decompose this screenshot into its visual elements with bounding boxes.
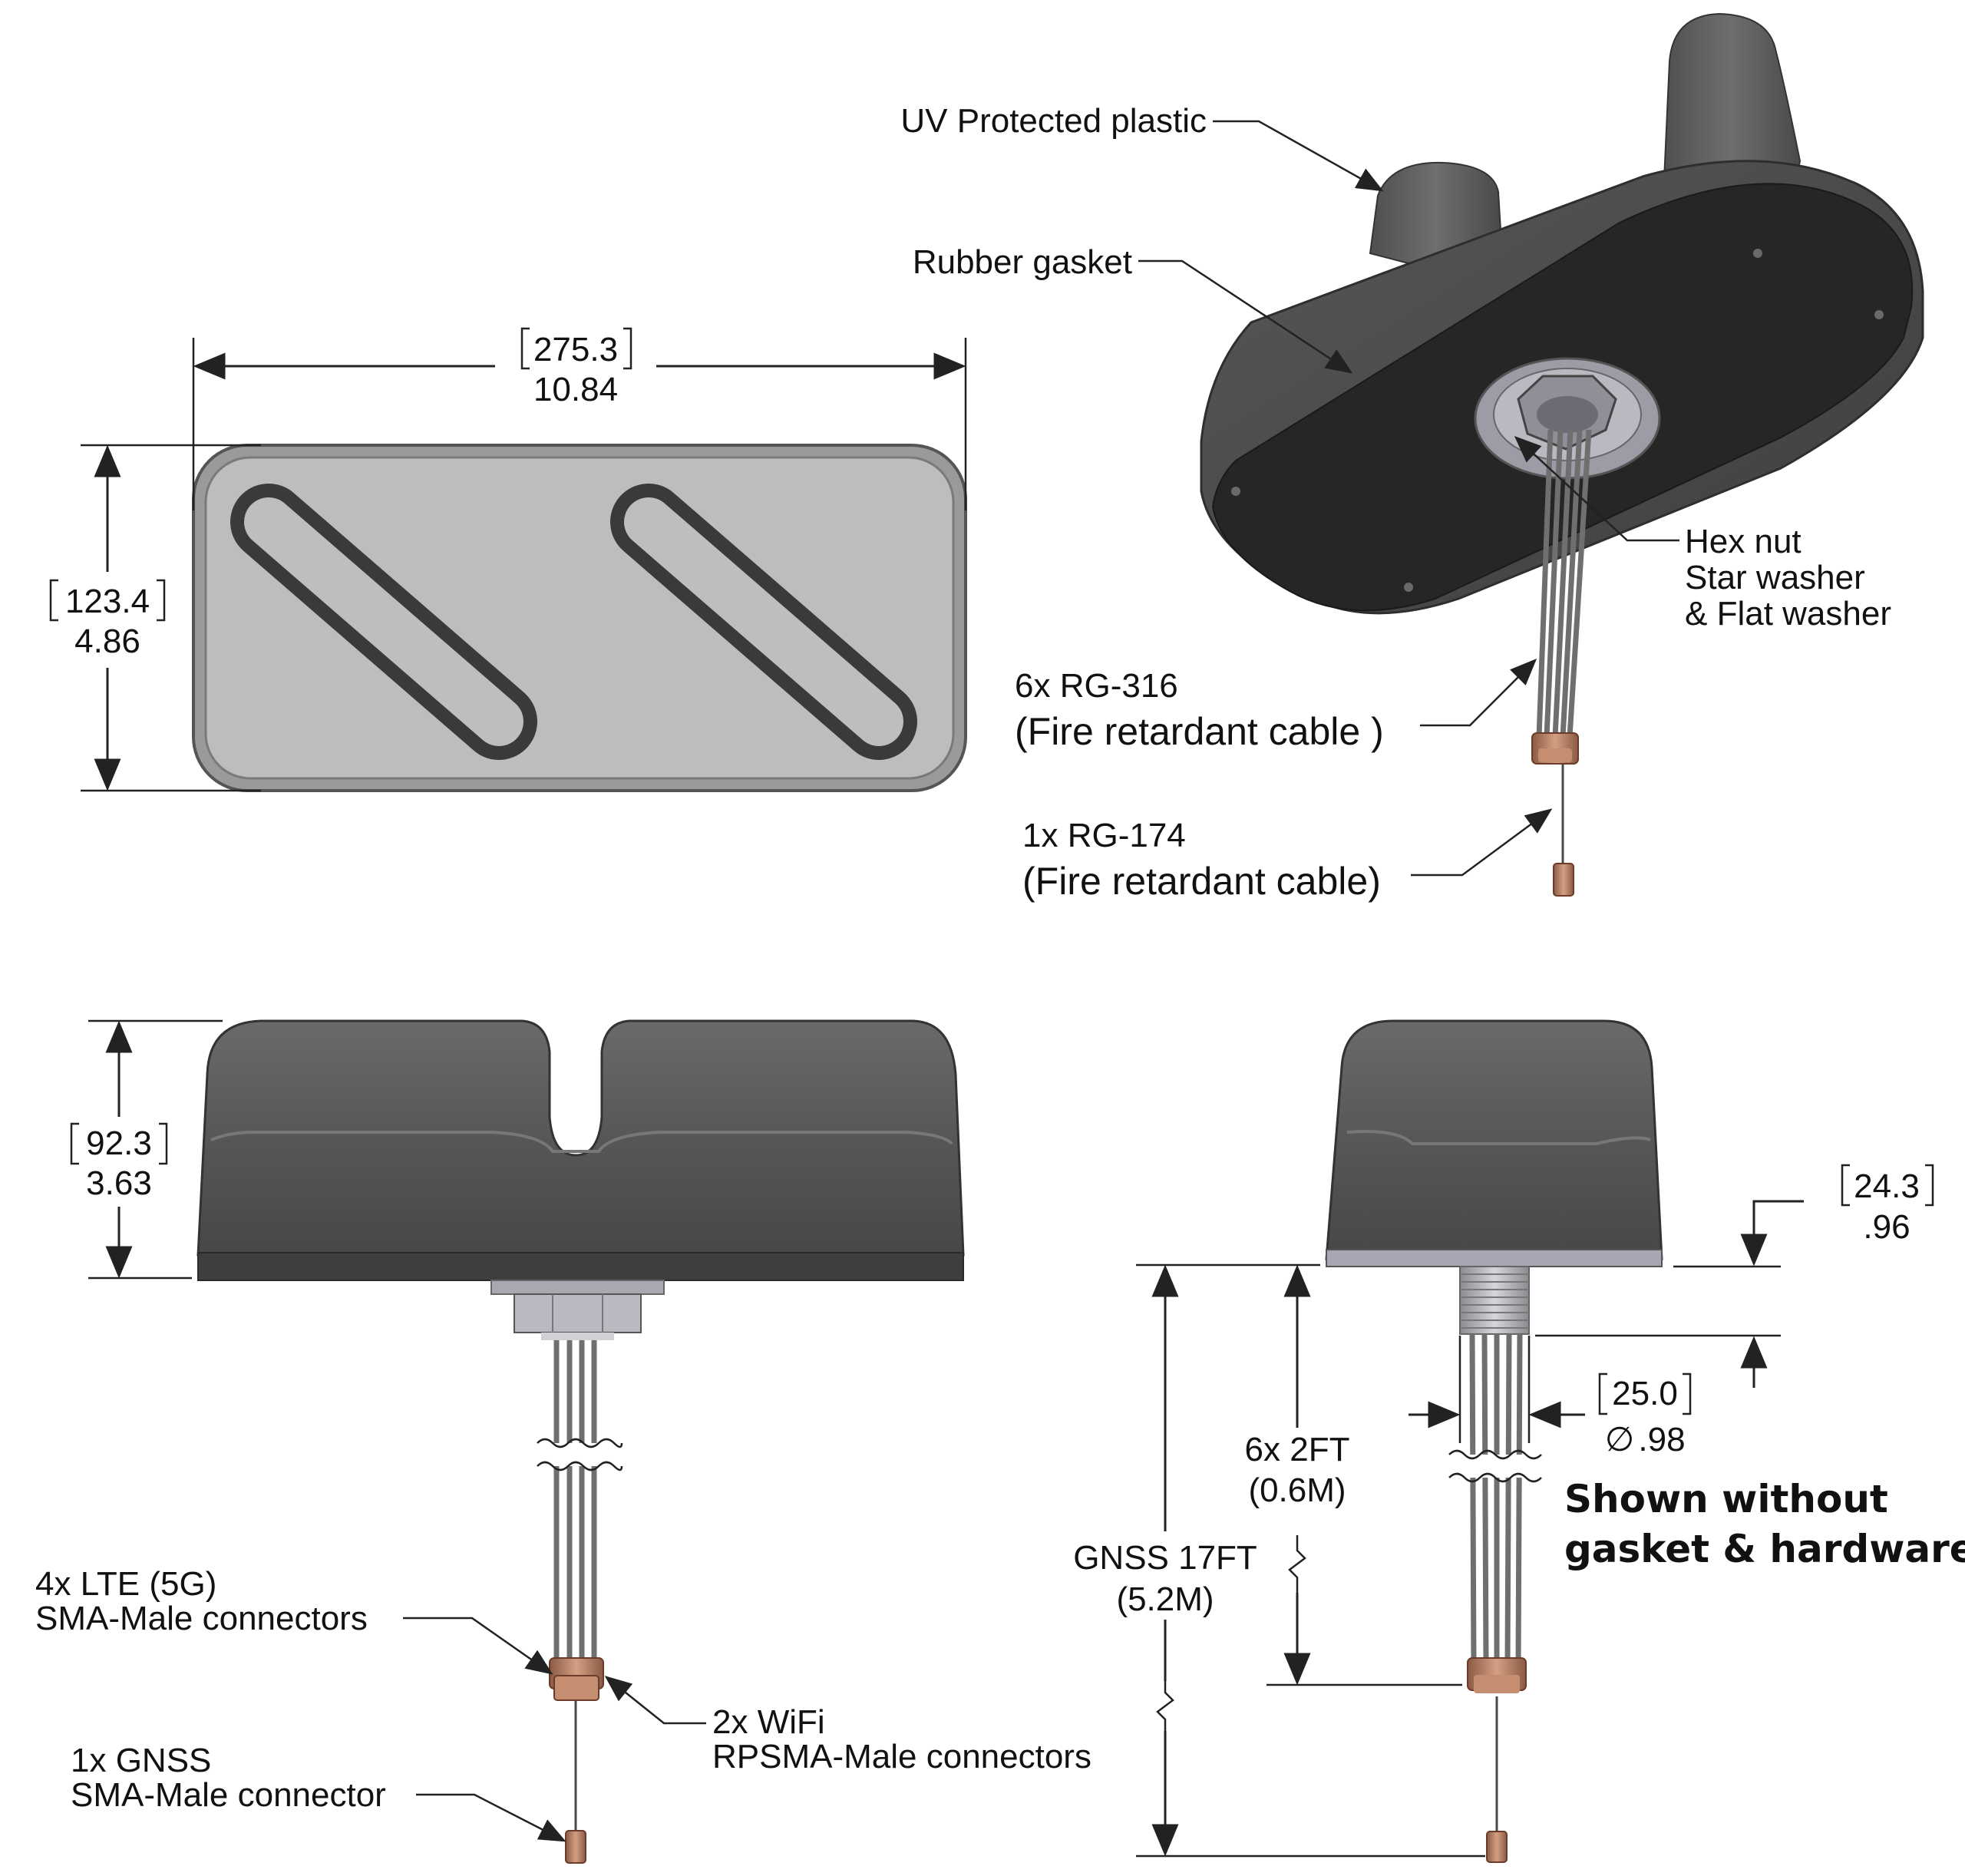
wifi-count-label: 2x WiFi xyxy=(712,1703,825,1741)
flat-washer-label: & Flat washer xyxy=(1685,595,1891,632)
callout-rg174: 1x RG-174 (Fire retardant cable) xyxy=(1022,808,1553,903)
height-in: 3.63 xyxy=(86,1164,152,1202)
lte-connector-label: SMA-Male connectors xyxy=(35,1600,368,1637)
shown-without-line-1: Shown without xyxy=(1564,1477,1888,1521)
front-view: 92.3 3.63 xyxy=(70,1019,965,1864)
gnss-connector-label: SMA-Male connector xyxy=(71,1776,386,1814)
front-cable-bundle xyxy=(537,1340,623,1835)
uv-plastic-label: UV Protected plastic xyxy=(900,102,1207,140)
callout-gnss: 1x GNSS SMA-Male connector xyxy=(71,1742,566,1842)
lte-count-label: 4x LTE (5G) xyxy=(35,1565,216,1603)
diameter-in: .98 xyxy=(1638,1421,1685,1458)
cable-long-metric: (5.2M) xyxy=(1116,1580,1214,1618)
thread-mm: 24.3 xyxy=(1854,1168,1920,1205)
rg316-count-label: 6x RG-316 xyxy=(1015,667,1178,705)
iso-hex-nut xyxy=(1474,357,1661,480)
diameter-mm: 25.0 xyxy=(1612,1375,1678,1412)
callout-lte: 4x LTE (5G) SMA-Male connectors xyxy=(35,1565,553,1675)
callout-rg316: 6x RG-316 (Fire retardant cable ) xyxy=(1015,658,1537,753)
rubber-gasket-label: Rubber gasket xyxy=(913,243,1132,281)
front-lte-connectors xyxy=(549,1657,604,1701)
wifi-connector-label: RPSMA-Male connectors xyxy=(712,1738,1091,1775)
length-mm: 275.3 xyxy=(533,331,618,368)
shown-without-line-2: gasket & hardware xyxy=(1564,1527,1965,1571)
width-in: 4.86 xyxy=(74,623,140,660)
side-connectors xyxy=(1467,1657,1527,1693)
height-mm: 92.3 xyxy=(86,1125,152,1162)
iso-cable-bundle xyxy=(1536,429,1592,864)
cable-long-name: GNSS 17FT xyxy=(1073,1539,1257,1577)
top-view: 275.3 10.84 123.4 4.86 xyxy=(49,327,967,792)
rg174-note-label: (Fire retardant cable) xyxy=(1022,860,1381,903)
side-cable-bundle xyxy=(1448,1333,1542,1833)
star-washer-label: Star washer xyxy=(1685,559,1865,596)
rg174-count-label: 1x RG-174 xyxy=(1022,817,1186,854)
callout-hex-nut: Hex nut Star washer & Flat washer xyxy=(1514,436,1891,632)
width-mm: 123.4 xyxy=(65,583,150,620)
callout-wifi: 2x WiFi RPSMA-Male connectors xyxy=(604,1676,1091,1775)
gnss-count-label: 1x GNSS xyxy=(71,1742,211,1779)
cable-short-count: 6x 2FT xyxy=(1245,1431,1350,1468)
front-gnss-connector xyxy=(565,1830,586,1864)
side-view: 24.3 .96 25.0 ∅ .98 6x 2FT (0.6M) GNSS 1… xyxy=(1073,1019,1965,1863)
iso-connector-bundle xyxy=(1531,732,1579,765)
front-hex-nut xyxy=(490,1280,665,1340)
callout-uv-plastic: UV Protected plastic xyxy=(900,102,1384,192)
callout-rubber-gasket: Rubber gasket xyxy=(913,243,1353,374)
iso-view xyxy=(1200,12,1924,897)
thread-in: .96 xyxy=(1863,1208,1910,1246)
rg316-note-label: (Fire retardant cable ) xyxy=(1015,710,1384,753)
diameter-symbol: ∅ xyxy=(1605,1421,1634,1458)
hex-nut-label: Hex nut xyxy=(1685,523,1802,560)
top-view-groove-left xyxy=(230,484,537,760)
side-thread xyxy=(1459,1266,1530,1335)
length-in: 10.84 xyxy=(533,371,618,408)
side-gnss-connector xyxy=(1486,1831,1508,1863)
top-view-groove-right xyxy=(610,484,917,760)
cable-short-metric: (0.6M) xyxy=(1248,1471,1346,1509)
iso-gnss-connector xyxy=(1553,863,1574,897)
